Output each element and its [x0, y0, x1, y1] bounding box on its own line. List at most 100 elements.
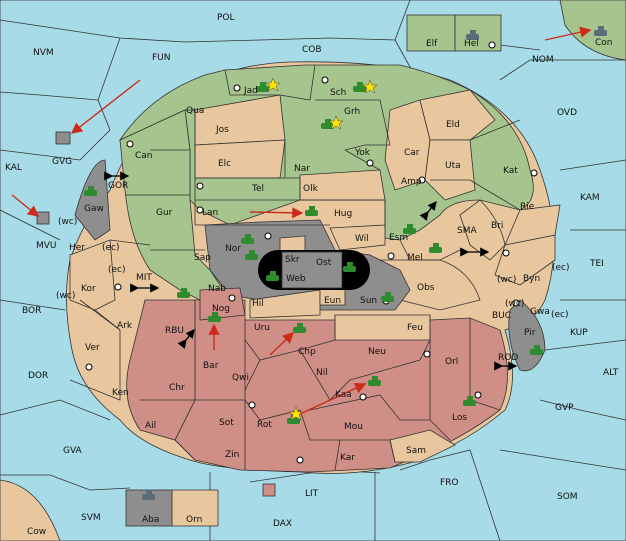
label-gwa: Gwa — [530, 307, 550, 317]
island-mvu[interactable] — [36, 211, 50, 225]
province-kor[interactable] — [69, 239, 116, 311]
label-aba: Aba — [142, 515, 159, 525]
region-west-green — [119, 109, 231, 301]
sea-fun: FUN — [152, 53, 171, 63]
sea-svm: SVM — [81, 513, 101, 523]
island-gvg[interactable] — [55, 131, 71, 145]
label-olk: Olk — [303, 184, 319, 194]
label-neu: Neu — [368, 347, 386, 357]
label-ken: Ken — [112, 388, 129, 398]
province-obs[interactable] — [379, 259, 481, 311]
coast-tag-wc3: (wc) — [497, 275, 516, 285]
unit-los — [463, 396, 476, 406]
island-lit[interactable] — [262, 483, 276, 497]
label-web: Web — [286, 274, 306, 284]
label-hil: Hil — [252, 299, 264, 309]
label-kat: Kat — [503, 166, 518, 176]
label-chp: Chp — [298, 347, 316, 357]
label-grh: Grh — [344, 107, 360, 117]
unit-uru — [293, 323, 306, 333]
sea-gvp: GVP — [555, 403, 574, 413]
sea-cob: COB — [302, 45, 322, 55]
order-arrows — [11, 26, 592, 415]
province-rie[interactable] — [504, 204, 561, 246]
unit-ost — [343, 262, 356, 272]
unit-jad — [256, 82, 269, 92]
label-nog: Nog — [212, 304, 230, 314]
sea-buc: BUC — [492, 311, 511, 321]
label-mvu: MVU — [36, 241, 57, 251]
province-hil[interactable] — [249, 289, 321, 319]
label-ail: Ail — [145, 421, 156, 431]
label-ost: Ost — [316, 258, 332, 268]
label-gur: Gur — [156, 208, 173, 218]
province-wil[interactable] — [329, 224, 386, 251]
label-gaw: Gaw — [84, 204, 104, 214]
sea-gor: GOR — [108, 181, 128, 191]
label-sap: Sap — [194, 253, 211, 263]
label-ark: Ark — [117, 321, 133, 331]
region-south-red — [174, 299, 508, 473]
coast-tag-wc1: (wc) — [58, 217, 77, 227]
unit-sap — [245, 250, 258, 260]
label-eld: Eld — [446, 120, 460, 130]
label-can: Can — [135, 151, 153, 161]
province-eld[interactable] — [419, 89, 496, 141]
label-chr: Chr — [169, 383, 185, 393]
units[interactable] — [84, 26, 607, 500]
label-sch: Sch — [330, 88, 346, 98]
sea-alt: ALT — [603, 368, 619, 378]
label-lan: Lan — [202, 208, 218, 218]
label-hug: Hug — [334, 209, 352, 219]
province-borders — [69, 64, 521, 471]
label-tel: Tel — [251, 184, 264, 194]
island-elf[interactable] — [406, 14, 456, 52]
unit-nor — [241, 234, 254, 244]
coast-tag-wc2: (wc) — [56, 291, 75, 301]
label-nil: Nil — [316, 368, 328, 378]
sea-sma: SMA — [457, 226, 477, 236]
label-wil: Wil — [355, 234, 369, 244]
sea-som: SOM — [557, 492, 578, 502]
label-gvg: GVG — [52, 157, 72, 167]
label-nor: Nor — [225, 244, 241, 254]
coast-tag-wc4: (wc) — [505, 299, 524, 309]
label-kar: Kar — [340, 453, 355, 463]
label-elf: Elf — [426, 39, 438, 49]
label-eun: Eun — [324, 296, 341, 306]
coast-tag-group: (wc) (ec) (ec) (wc) (wc) (ec) (wc) (ec) — [56, 217, 570, 320]
sea-kup: KUP — [570, 328, 588, 338]
unit-gaw — [84, 186, 97, 196]
label-feu: Feu — [407, 323, 423, 333]
sea-rod: ROD — [498, 353, 518, 363]
island-orn[interactable] — [171, 489, 219, 527]
unit-nab — [177, 288, 190, 298]
label-nab: Nab — [208, 284, 226, 294]
province-gaw[interactable] — [74, 159, 111, 241]
label-sam: Sam — [406, 446, 426, 456]
label-rot: Rot — [257, 420, 272, 430]
province-uta[interactable] — [424, 139, 476, 201]
label-kor: Kor — [81, 284, 96, 294]
unit-nog — [208, 312, 221, 322]
label-con: Con — [595, 38, 613, 48]
label-sot: Sot — [219, 418, 234, 428]
label-sun: Sun — [360, 296, 377, 306]
label-hel: Hel — [464, 39, 479, 49]
province-web-ost[interactable] — [281, 251, 343, 289]
unit-web — [266, 271, 279, 281]
province-elc[interactable] — [194, 139, 286, 179]
sea-lit: LIT — [305, 489, 319, 499]
label-ver: Ver — [85, 343, 100, 353]
unit-pir — [530, 345, 543, 355]
sea-nvm: NVM — [33, 48, 54, 58]
label-qwi: Qwi — [232, 373, 249, 383]
label-elc: Elc — [218, 159, 231, 169]
unit-hel — [466, 30, 479, 40]
label-uru: Uru — [254, 323, 270, 333]
sea-dax: DAX — [273, 519, 292, 529]
coast-tag-ec4: (ec) — [551, 310, 569, 320]
label-her: Her — [69, 243, 85, 253]
coast-tag-ec2: (ec) — [108, 265, 126, 275]
label-uta: Uta — [445, 161, 461, 171]
